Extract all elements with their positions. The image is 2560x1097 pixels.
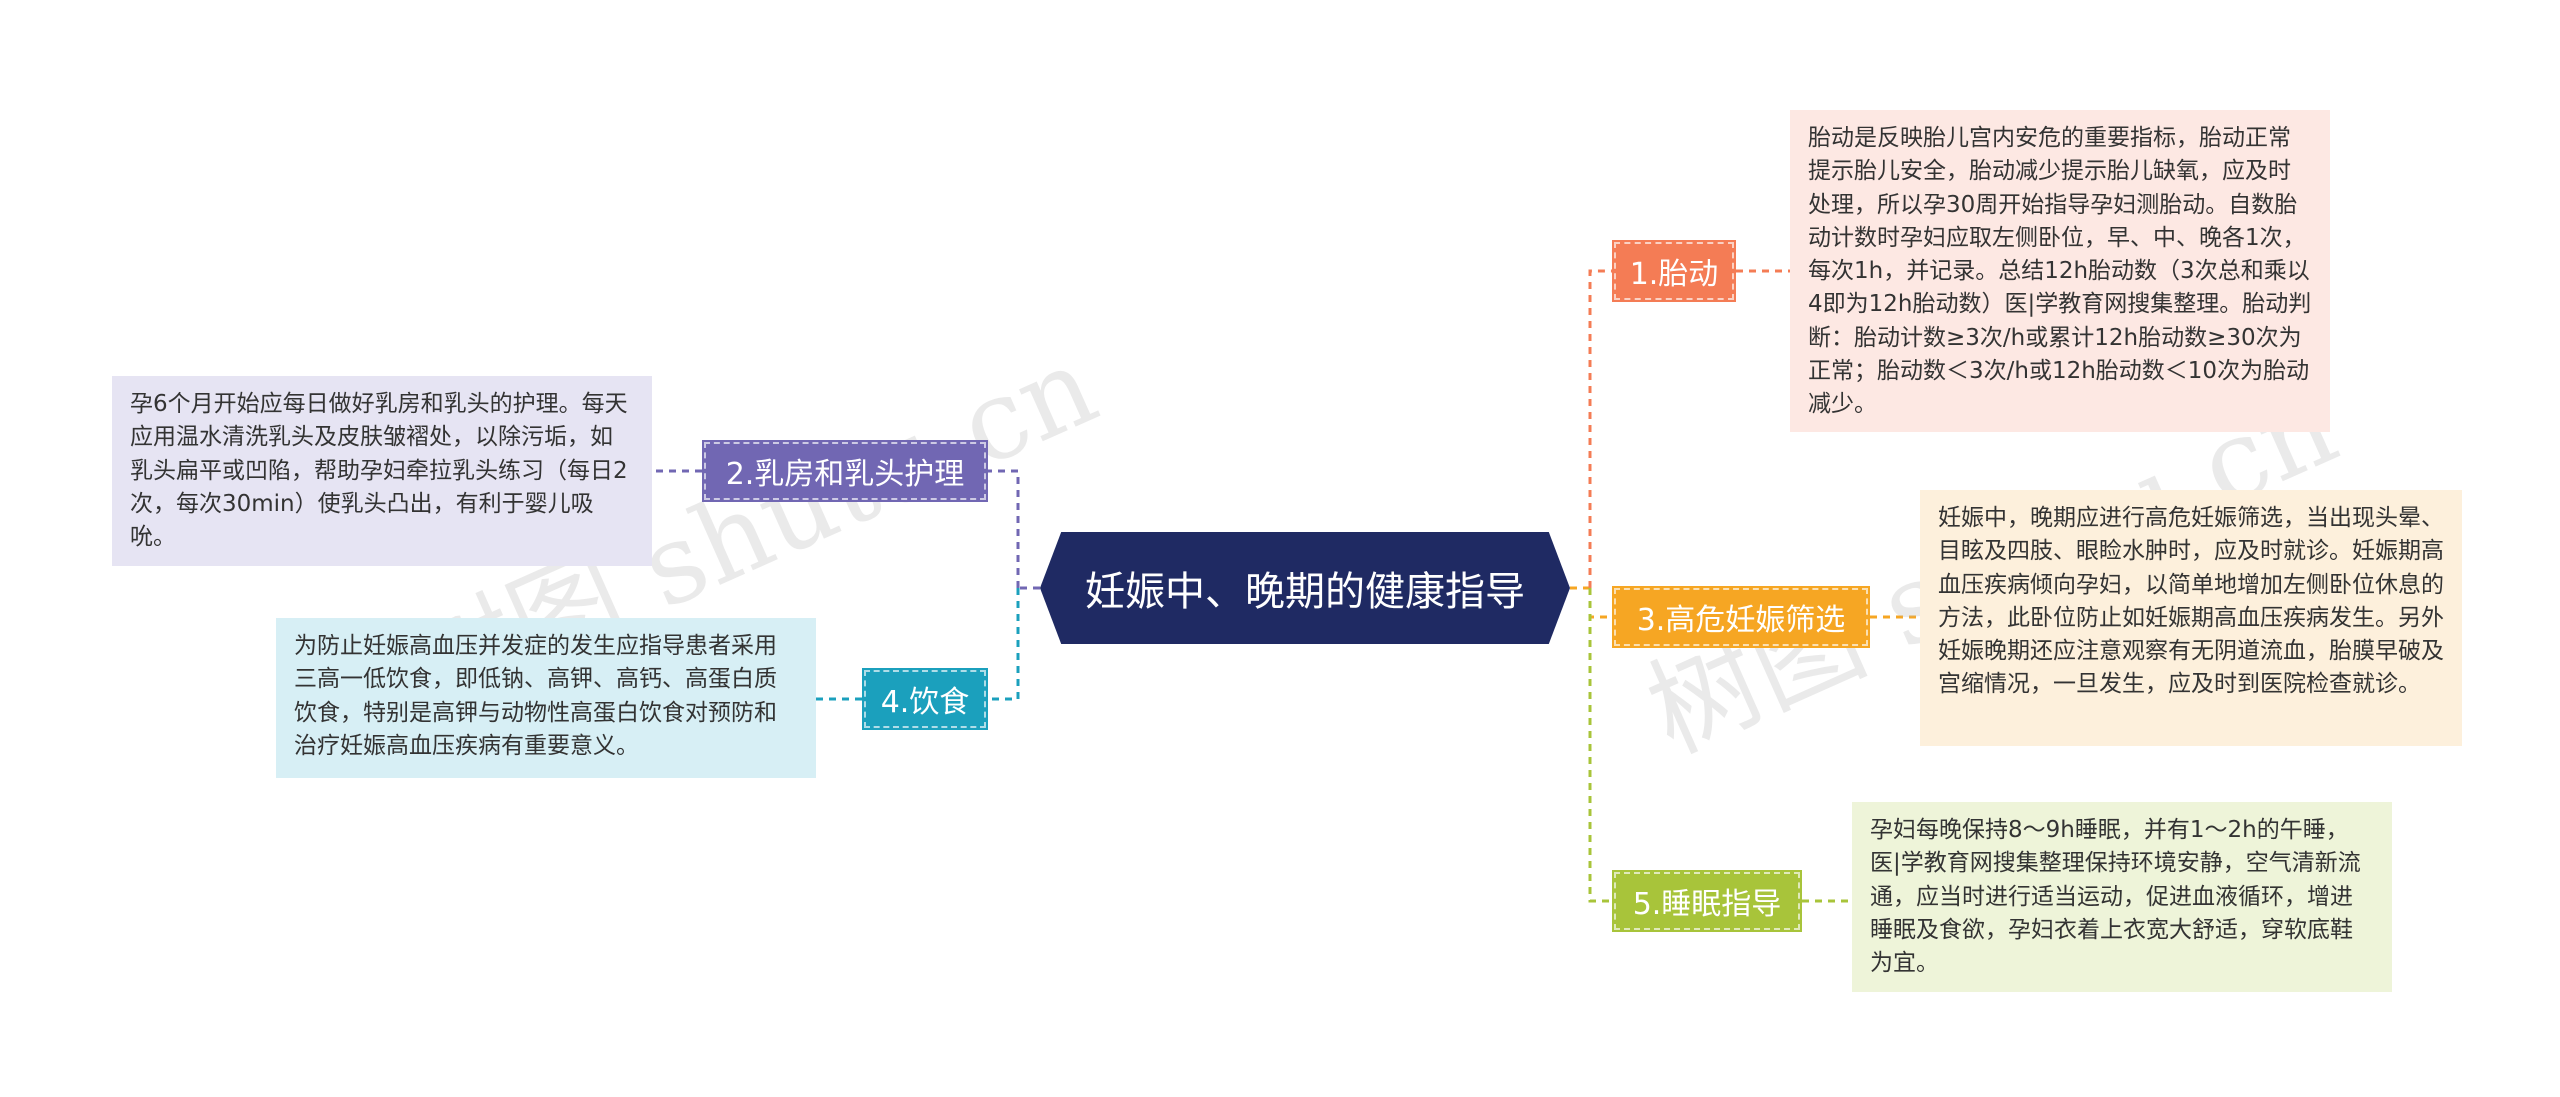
branch-diet[interactable]: 4.饮食: [862, 668, 988, 730]
link-to-fetal: [1588, 269, 1612, 588]
branch-sleep-guidance[interactable]: 5.睡眠指导: [1612, 870, 1802, 932]
leaf-fetal-movement: 胎动是反映胎儿宫内安危的重要指标，胎动正常提示胎儿安全，胎动减少提示胎儿缺氧，应…: [1790, 110, 2330, 432]
leaf-sleep-guidance: 孕妇每晚保持8～9h睡眠，并有1～2h的午睡，医|学教育网搜集整理保持环境安静，…: [1852, 802, 2392, 992]
branch-breast-care[interactable]: 2.乳房和乳头护理: [702, 440, 988, 502]
leaf-breast-care: 孕6个月开始应每日做好乳房和乳头的护理。每天应用温水清洗乳头及皮肤皱褶处，以除污…: [112, 376, 652, 566]
link-to-breast: [988, 469, 1020, 588]
branch-fetal-movement[interactable]: 1.胎动: [1612, 240, 1736, 302]
link-to-sleep: [1588, 588, 1612, 903]
central-topic[interactable]: 妊娠中、晚期的健康指导: [1040, 532, 1570, 644]
branch-high-risk-screening[interactable]: 3.高危妊娠筛选: [1612, 586, 1870, 648]
link-to-risk: [1588, 588, 1612, 619]
link-to-diet: [988, 588, 1020, 701]
leaf-diet: 为防止妊娠高血压并发症的发生应指导患者采用三高一低饮食，即低钠、高钾、高钙、高蛋…: [276, 618, 816, 778]
leaf-high-risk-screening: 妊娠中，晚期应进行高危妊娠筛选，当出现头晕、目眩及四肢、眼睑水肿时，应及时就诊。…: [1920, 490, 2462, 746]
